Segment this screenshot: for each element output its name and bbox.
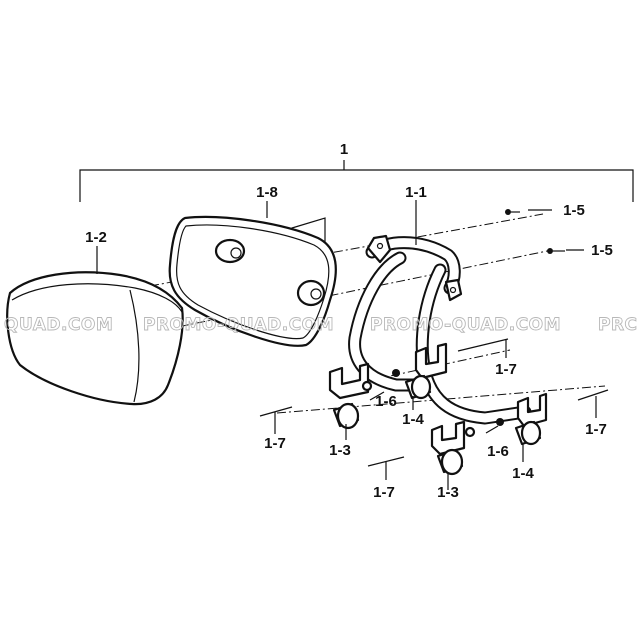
callout-bushing-upper-left: 1-4 — [402, 411, 424, 428]
callout-pin-bottom: 1-7 — [373, 484, 395, 501]
callout-backrest-pad: 1-2 — [85, 229, 107, 246]
bushing-upper-right — [514, 420, 542, 446]
callout-bushing-right: 1-3 — [437, 484, 459, 501]
callout-frame: 1-1 — [405, 184, 427, 201]
callout-washer-right: 1-6 — [487, 443, 509, 460]
bushing-upper-left — [404, 374, 432, 400]
frame — [328, 234, 548, 456]
watermark-text-1: QUAD.COM — [4, 315, 113, 335]
callout-pin-left: 1-7 — [264, 435, 286, 452]
callout-pin-upper: 1-7 — [495, 361, 517, 378]
callout-washer-left: 1-6 — [375, 393, 397, 410]
leader-lines — [96, 200, 597, 490]
callout-nut-upper: 1-5 — [563, 202, 585, 219]
watermark-text-3: PROMO-QUAD.COM — [370, 315, 561, 335]
backplate — [168, 215, 337, 347]
watermark: QUAD.COM PROMO-QUAD.COM PROMO-QUAD.COM P… — [4, 315, 638, 336]
washer-left — [361, 369, 400, 392]
callout-nut-lower: 1-5 — [591, 242, 613, 259]
watermark-text-2: PROMO-QUAD.COM — [143, 315, 334, 335]
watermark-text-4: PRC — [598, 315, 638, 335]
callout-pin-right: 1-7 — [585, 421, 607, 438]
pin-right — [577, 389, 609, 401]
bushing-lower-left — [332, 402, 360, 430]
nut-lower — [547, 248, 565, 254]
assembly-bracket — [79, 160, 634, 202]
callout-backplate: 1-8 — [256, 184, 278, 201]
pin-upper — [457, 338, 509, 352]
bushing-lower-right — [436, 448, 464, 476]
callout-bushing-upper-right: 1-4 — [512, 465, 534, 482]
pin-left — [259, 406, 293, 417]
backrest-pad — [6, 271, 184, 406]
washer-right — [464, 418, 504, 438]
callout-assembly: 1 — [340, 141, 348, 158]
nut-upper — [505, 209, 520, 215]
pin-bottom — [367, 456, 405, 467]
callout-bushing-left: 1-3 — [329, 442, 351, 459]
